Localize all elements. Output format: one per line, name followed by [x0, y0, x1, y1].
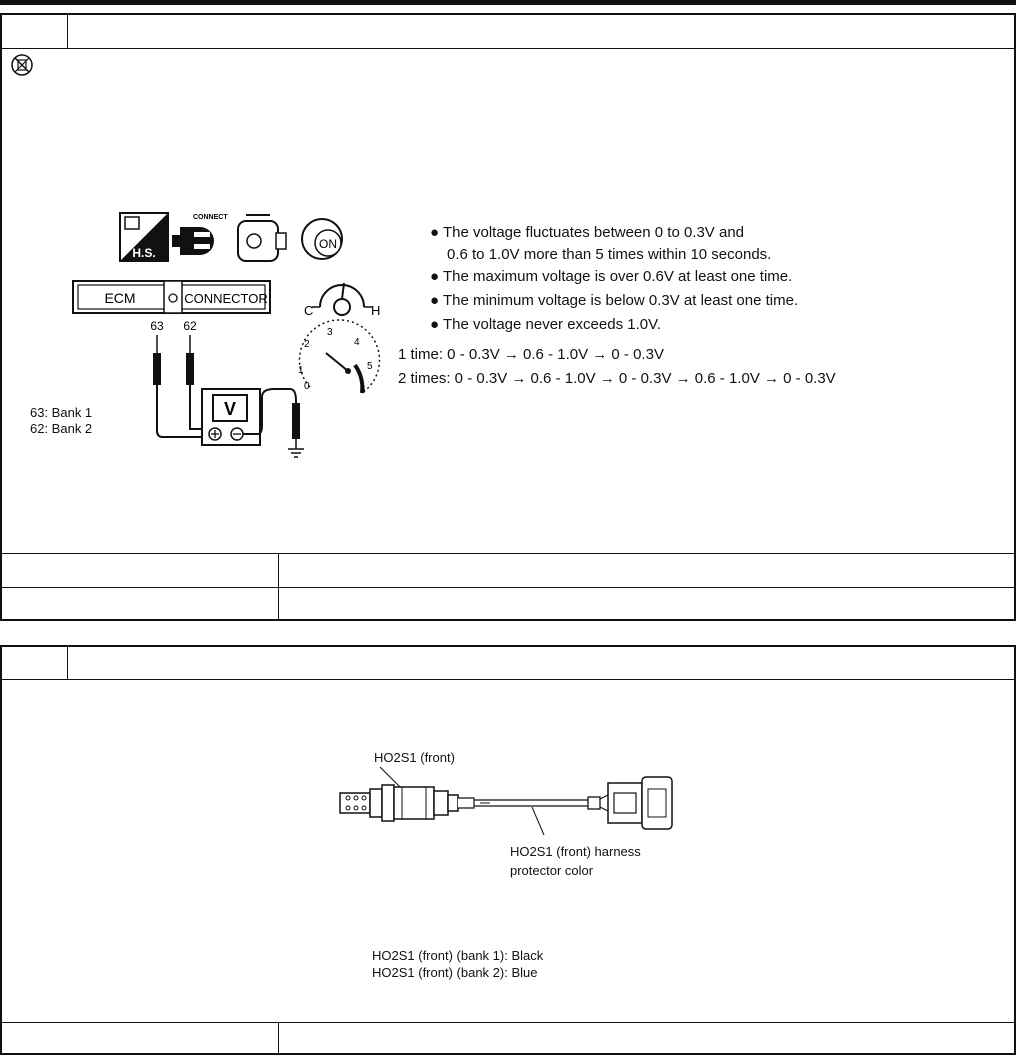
ignition-on-icon: ON	[301, 218, 343, 260]
tach-tick-4: 4	[354, 337, 360, 348]
harness-label-line-2: protector color	[510, 863, 594, 878]
tachometer: 0 1 2 3 4 5 6	[298, 319, 381, 396]
criteria-bullet-1-cont: 0.6 to 1.0V more than 5 times within 10 …	[447, 246, 772, 263]
probe-62	[186, 353, 194, 385]
step1-header-divider	[2, 48, 1014, 49]
connect-icon-label: CONNECT	[193, 214, 228, 221]
harness-label-line-1: HO2S1 (front) harness	[510, 844, 641, 859]
bank-legend-1: 63: Bank 1	[30, 405, 93, 420]
tach-tick-2: 2	[304, 339, 310, 350]
ecm-connector: ECM CONNECTOR	[72, 280, 271, 314]
hs-icon-label: H.S.	[132, 246, 155, 260]
probe-63	[153, 353, 161, 385]
temperature-gauge: C H	[304, 282, 380, 318]
ecm-label: ECM	[104, 290, 135, 306]
criteria-bullet-3: ● The minimum voltage is below 0.3V at l…	[430, 292, 799, 309]
voltmeter-label: V	[224, 399, 236, 419]
voltmeter: V	[201, 388, 261, 446]
tach-tick-3: 3	[327, 327, 333, 338]
step2-row-divider	[2, 1022, 1014, 1023]
engine-icon	[237, 214, 287, 262]
gauge-h-label: H	[371, 303, 380, 318]
connect-icon: CONNECT	[172, 214, 228, 255]
tach-tick-5: 5	[367, 361, 373, 372]
color-bank-2: HO2S1 (front) (bank 2): Blue	[372, 965, 538, 980]
ignition-label: ON	[319, 237, 337, 251]
color-bank-1: HO2S1 (front) (bank 1): Black	[372, 948, 544, 963]
step2-header-divider	[2, 679, 1014, 680]
top-rule	[0, 0, 1016, 5]
connector-label: CONNECTOR	[184, 291, 268, 306]
step2-header-col-divider	[67, 647, 68, 679]
criteria-bullet-2: ● The maximum voltage is over 0.6V at le…	[430, 268, 793, 285]
hot-start-icon: H.S.	[119, 212, 169, 262]
voltage-check-diagram: H.S. CONNECT ON ECM	[72, 212, 381, 458]
tach-tick-6: 6	[360, 385, 366, 396]
pin-63-label: 63	[150, 319, 164, 333]
step1-row-divider-2	[2, 587, 1014, 588]
cycle-example-1: 1 time: 0 - 0.3V → 0.6 - 1.0V → 0 - 0.3V	[398, 346, 664, 363]
step1-table: H.S. CONNECT ON ECM	[0, 13, 1016, 621]
step2-table: HO2S1 (front) HO2S1 (front) harness prot…	[0, 645, 1016, 1055]
no-consult-icon	[11, 54, 33, 76]
criteria-bullet-4: ● The voltage never exceeds 1.0V.	[430, 316, 661, 333]
tach-tick-0: 0	[304, 381, 310, 392]
ho2s1-sensor-diagram	[339, 766, 673, 836]
step1-row-col-divider	[278, 553, 279, 621]
ground-probe	[292, 403, 300, 439]
bank-legend-2: 62: Bank 2	[30, 421, 93, 436]
step1-header-col-divider	[67, 15, 68, 48]
gauge-c-label: C	[304, 303, 313, 318]
sensor-label: HO2S1 (front)	[374, 750, 455, 765]
step2-row-col-divider	[278, 1022, 279, 1055]
step1-row-divider-1	[2, 553, 1014, 554]
pin-62-label: 62	[183, 319, 197, 333]
cycle-example-2: 2 times: 0 - 0.3V → 0.6 - 1.0V → 0 - 0.3…	[398, 370, 836, 387]
criteria-bullet-1: ● The voltage fluctuates between 0 to 0.…	[430, 224, 745, 241]
tach-tick-1: 1	[298, 365, 304, 376]
